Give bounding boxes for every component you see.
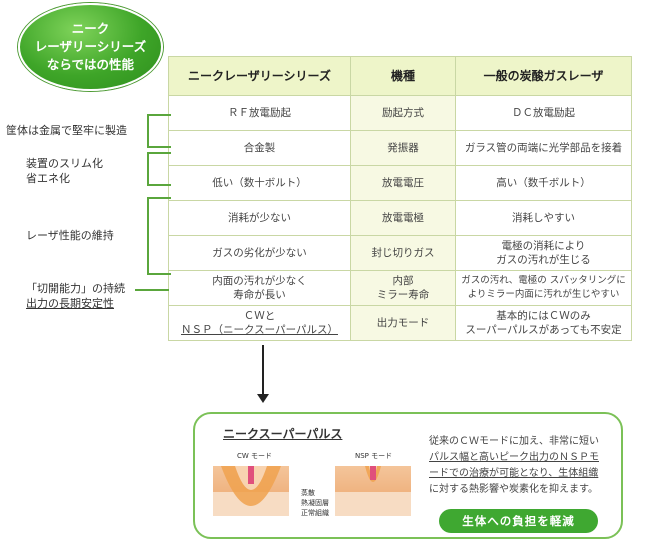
cw-mode-label: CW モード	[237, 452, 273, 460]
panel-desc-line-3: ードでの治療が可能となり、生体組織	[429, 468, 599, 479]
cell-general: 電極の消耗により ガスの汚れが生じる	[455, 235, 632, 271]
cell-general: 高い（数千ボルト）	[455, 165, 632, 201]
table-row: ＣＷと ＮＳＰ（ニークスーパーパルス） 出力モード 基本的にはＣＷのみ スーパー…	[168, 305, 632, 341]
panel-desc-line-1: 従来のＣＷモードに加え、非常に短い	[429, 436, 599, 447]
cell-general-line-2: ガスの汚れが生じる	[496, 254, 591, 266]
tissue-label-coagulation: 熱凝固層	[301, 499, 329, 507]
cell-general: ガスの汚れ、電極の スパッタリングに よりミラー内面に汚れが生じやすい	[455, 270, 632, 306]
cell-general: ＤＣ放電励起	[455, 95, 632, 131]
nsp-mode-label: NSP モード	[355, 452, 393, 460]
table-row: ガスの劣化が少ない 封じ切りガス 電極の消耗により ガスの汚れが生じる	[168, 235, 632, 271]
bracket-housing	[147, 114, 171, 148]
reduce-burden-badge: 生体への負担を軽減	[439, 509, 598, 533]
table-row: ＲＦ放電励起 励起方式 ＤＣ放電励起	[168, 95, 632, 131]
cell-item: 発振器	[350, 130, 456, 166]
feature-label-slim-line-2: 省エネ化	[26, 172, 70, 185]
cell-nk: ＣＷと ＮＳＰ（ニークスーパーパルス）	[168, 305, 351, 341]
down-arrow-line	[262, 345, 264, 395]
table-row: 内面の汚れが少なく 寿命が長い 内部 ミラー寿命 ガスの汚れ、電極の スパッタリ…	[168, 270, 632, 306]
cell-general-line-2: よりミラー内面に汚れが生じやすい	[467, 289, 620, 300]
tissue-label-normal: 正常組織	[301, 509, 329, 517]
cell-nk-line-2: ＮＳＰ（ニークスーパーパルス）	[181, 324, 338, 336]
feature-label-slim: 装置のスリム化 省エネ化	[26, 156, 103, 186]
feature-label-cutting-line-1: 「切開能力」の持続	[26, 282, 125, 295]
badge-line-1: ニーク	[71, 21, 110, 36]
panel-desc-line-4: に対する熱影響や炭素化を抑えます。	[429, 484, 598, 495]
header-general: 一般の炭酸ガスレーザ	[455, 56, 632, 96]
cell-item: 放電電圧	[350, 165, 456, 201]
cell-item-line-1: 内部	[392, 275, 414, 287]
table-row: 消耗が少ない 放電電極 消耗しやすい	[168, 200, 632, 236]
badge-line-3: ならではの性能	[46, 57, 135, 72]
panel-desc-line-2: パルス幅と高いピーク出力のＮＳＰモ	[429, 452, 599, 463]
cell-item: 放電電極	[350, 200, 456, 236]
feature-label-performance: レーザ性能の維持	[26, 229, 114, 242]
cell-item: 封じ切りガス	[350, 235, 456, 271]
cell-item-line-2: ミラー寿命	[376, 289, 430, 301]
cell-nk: 内面の汚れが少なく 寿命が長い	[168, 270, 351, 306]
feature-label-cutting-line-2: 出力の長期安定性	[26, 297, 114, 310]
cw-tissue-illustration	[213, 466, 289, 516]
cell-nk-line-1: ＣＷと	[243, 310, 276, 322]
header-item: 機種	[350, 56, 456, 96]
panel-description: 従来のＣＷモードに加え、非常に短い パルス幅と高いピーク出力のＮＳＰモ ードでの…	[429, 434, 615, 498]
cell-nk-line-2: 寿命が長い	[233, 289, 286, 301]
bracket-slim	[147, 152, 171, 186]
cell-general-line-1: ガスの汚れ、電極の スパッタリングに	[461, 275, 626, 286]
feature-label-cutting: 「切開能力」の持続 出力の長期安定性	[26, 281, 125, 311]
cell-nk: 消耗が少ない	[168, 200, 351, 236]
cell-nk: 合金製	[168, 130, 351, 166]
cell-nk: ＲＦ放電励起	[168, 95, 351, 131]
badge-line-2: レーザリーシリーズ	[34, 39, 147, 54]
comparison-table: ニークレーザリーシリーズ 機種 一般の炭酸ガスレーザ ＲＦ放電励起 励起方式 Ｄ…	[168, 56, 632, 341]
table-row: 低い（数十ボルト） 放電電圧 高い（数千ボルト）	[168, 165, 632, 201]
nsp-tissue-illustration	[335, 466, 411, 516]
cell-general: ガラス管の両端に光学部品を接着	[455, 130, 632, 166]
cell-item: 内部 ミラー寿命	[350, 270, 456, 306]
header-nk: ニークレーザリーシリーズ	[168, 56, 351, 96]
cell-nk: 低い（数十ボルト）	[168, 165, 351, 201]
table-header-row: ニークレーザリーシリーズ 機種 一般の炭酸ガスレーザ	[168, 56, 632, 96]
cell-item: 励起方式	[350, 95, 456, 131]
tissue-label-vaporize: 蒸散	[301, 489, 315, 497]
table-row: 合金製 発振器 ガラス管の両端に光学部品を接着	[168, 130, 632, 166]
performance-badge: ニーク レーザリーシリーズ ならではの性能	[18, 3, 163, 91]
feature-label-slim-line-1: 装置のスリム化	[26, 157, 103, 170]
cell-general-line-1: 電極の消耗により	[501, 240, 586, 252]
bracket-cutting	[135, 289, 169, 291]
bracket-performance	[147, 197, 171, 275]
cell-nk-line-1: 内面の汚れが少なく	[212, 275, 307, 287]
panel-title: ニークスーパーパルス	[223, 427, 343, 441]
nsp-burn-icon	[365, 466, 381, 482]
cell-general: 基本的にはＣＷのみ スーパーパルスがあっても不安定	[455, 305, 632, 341]
cell-general-line-2: スーパーパルスがあっても不安定	[465, 324, 622, 336]
cell-nk: ガスの劣化が少ない	[168, 235, 351, 271]
cell-item: 出力モード	[350, 305, 456, 341]
super-pulse-panel: ニークスーパーパルス CW モード NSP モード 蒸散 熱凝固層 正常組織 従…	[193, 412, 623, 539]
cell-general-line-1: 基本的にはＣＷのみ	[496, 310, 591, 322]
down-arrow-icon	[257, 394, 269, 403]
cw-burn-icon	[221, 466, 281, 506]
cell-general: 消耗しやすい	[455, 200, 632, 236]
feature-label-housing: 筐体は金属で堅牢に製造	[6, 124, 127, 137]
